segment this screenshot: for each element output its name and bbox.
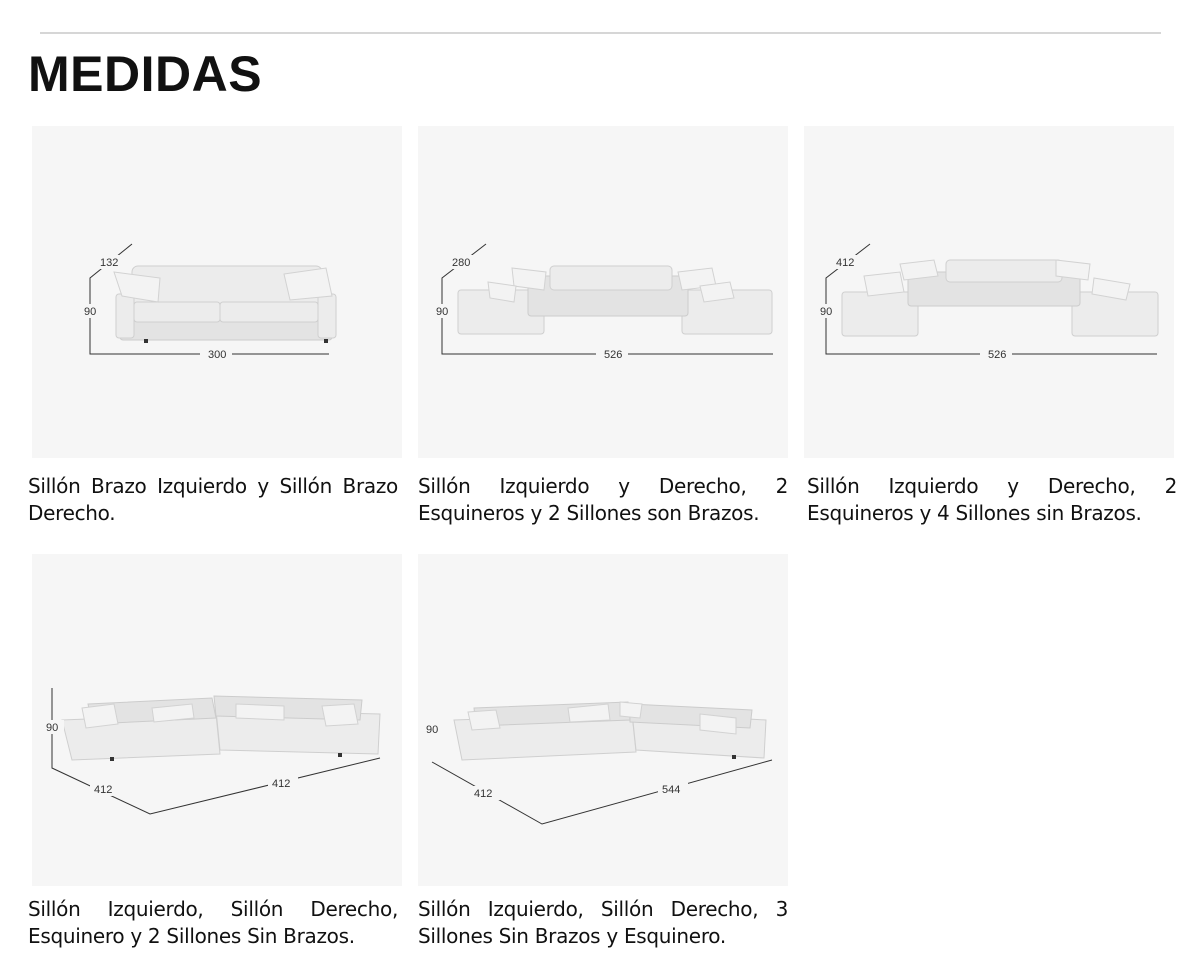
sofa-diagram-4: 90 412 412	[46, 688, 381, 815]
depth-label: 132	[100, 257, 118, 269]
sofa-back-cushions	[549, 265, 673, 291]
sofa-seat-cushion	[219, 301, 319, 323]
sofa-seat-cushion	[133, 301, 221, 323]
pillow	[151, 703, 195, 723]
page-title: MEDIDAS	[28, 46, 263, 102]
pillow	[81, 703, 119, 729]
sofa-leg	[732, 755, 736, 759]
height-label: 90	[426, 724, 438, 736]
pillow	[235, 703, 285, 721]
sofa-configuration-image-2: 280 90 526	[418, 126, 788, 458]
sofa-leg	[324, 339, 328, 343]
pillow	[283, 267, 333, 301]
sofa-leg	[110, 757, 114, 761]
configuration-caption-2: Sillón Izquierdo y Derecho, 2 Esquineros…	[418, 474, 788, 525]
side-b-label: 412	[272, 778, 290, 790]
sofa-diagram-5: 90 412 544	[424, 701, 773, 825]
sofa-section-left	[841, 291, 919, 337]
pillow	[1055, 259, 1091, 281]
sofa-arm-right	[317, 293, 337, 339]
sofa-configuration-image-3: 412 90 526	[804, 126, 1174, 458]
configuration-caption-1: Sillón Brazo Izquierdo y Sillón Brazo De…	[28, 474, 398, 525]
sofa-diagram-1: 132 90 300	[80, 243, 337, 361]
pillow	[567, 703, 611, 723]
height-label: 90	[46, 722, 58, 734]
sofa-back-cushions	[945, 259, 1063, 283]
height-label: 90	[820, 306, 832, 318]
pillow	[467, 709, 501, 731]
pillow	[699, 281, 735, 303]
top-divider	[40, 32, 1161, 34]
pillow	[113, 271, 161, 303]
sofa-leg	[144, 339, 148, 343]
pillow	[511, 267, 547, 291]
depth-label: 412	[836, 257, 854, 269]
pillow	[321, 703, 359, 727]
side-a-label: 412	[474, 788, 492, 800]
sofa-configuration-image-1: 132 90 300	[32, 126, 402, 458]
sofa-diagram-2: 280 90 526	[432, 243, 773, 361]
side-a-label: 412	[94, 784, 112, 796]
sofa-configuration-image-5: 90 412 544	[418, 554, 788, 886]
sofa-section-right	[1071, 291, 1159, 337]
pillow	[863, 271, 905, 297]
pillow	[487, 281, 517, 303]
pillow	[699, 713, 737, 735]
sofa-diagram-3: 412 90 526	[816, 243, 1159, 361]
pillow	[1091, 277, 1131, 301]
configuration-caption-5: Sillón Izquierdo, Sillón Derecho, 3 Sill…	[418, 897, 788, 948]
sofa-configuration-image-4: 90 412 412	[32, 554, 402, 886]
configuration-caption-3: Sillón Izquierdo y Derecho, 2 Esquineros…	[807, 474, 1177, 525]
width-label: 526	[988, 349, 1006, 361]
pillow	[899, 259, 939, 281]
sofa-arm-left	[115, 293, 135, 339]
pillow	[619, 701, 643, 719]
side-b-label: 544	[662, 784, 680, 796]
configuration-caption-4: Sillón Izquierdo, Sillón Derecho, Esquin…	[28, 897, 398, 948]
depth-label: 280	[452, 257, 470, 269]
width-label: 300	[208, 349, 226, 361]
height-label: 90	[84, 306, 96, 318]
dimension-lines	[431, 759, 773, 825]
sofa-leg	[338, 753, 342, 757]
height-label: 90	[436, 306, 448, 318]
width-label: 526	[604, 349, 622, 361]
